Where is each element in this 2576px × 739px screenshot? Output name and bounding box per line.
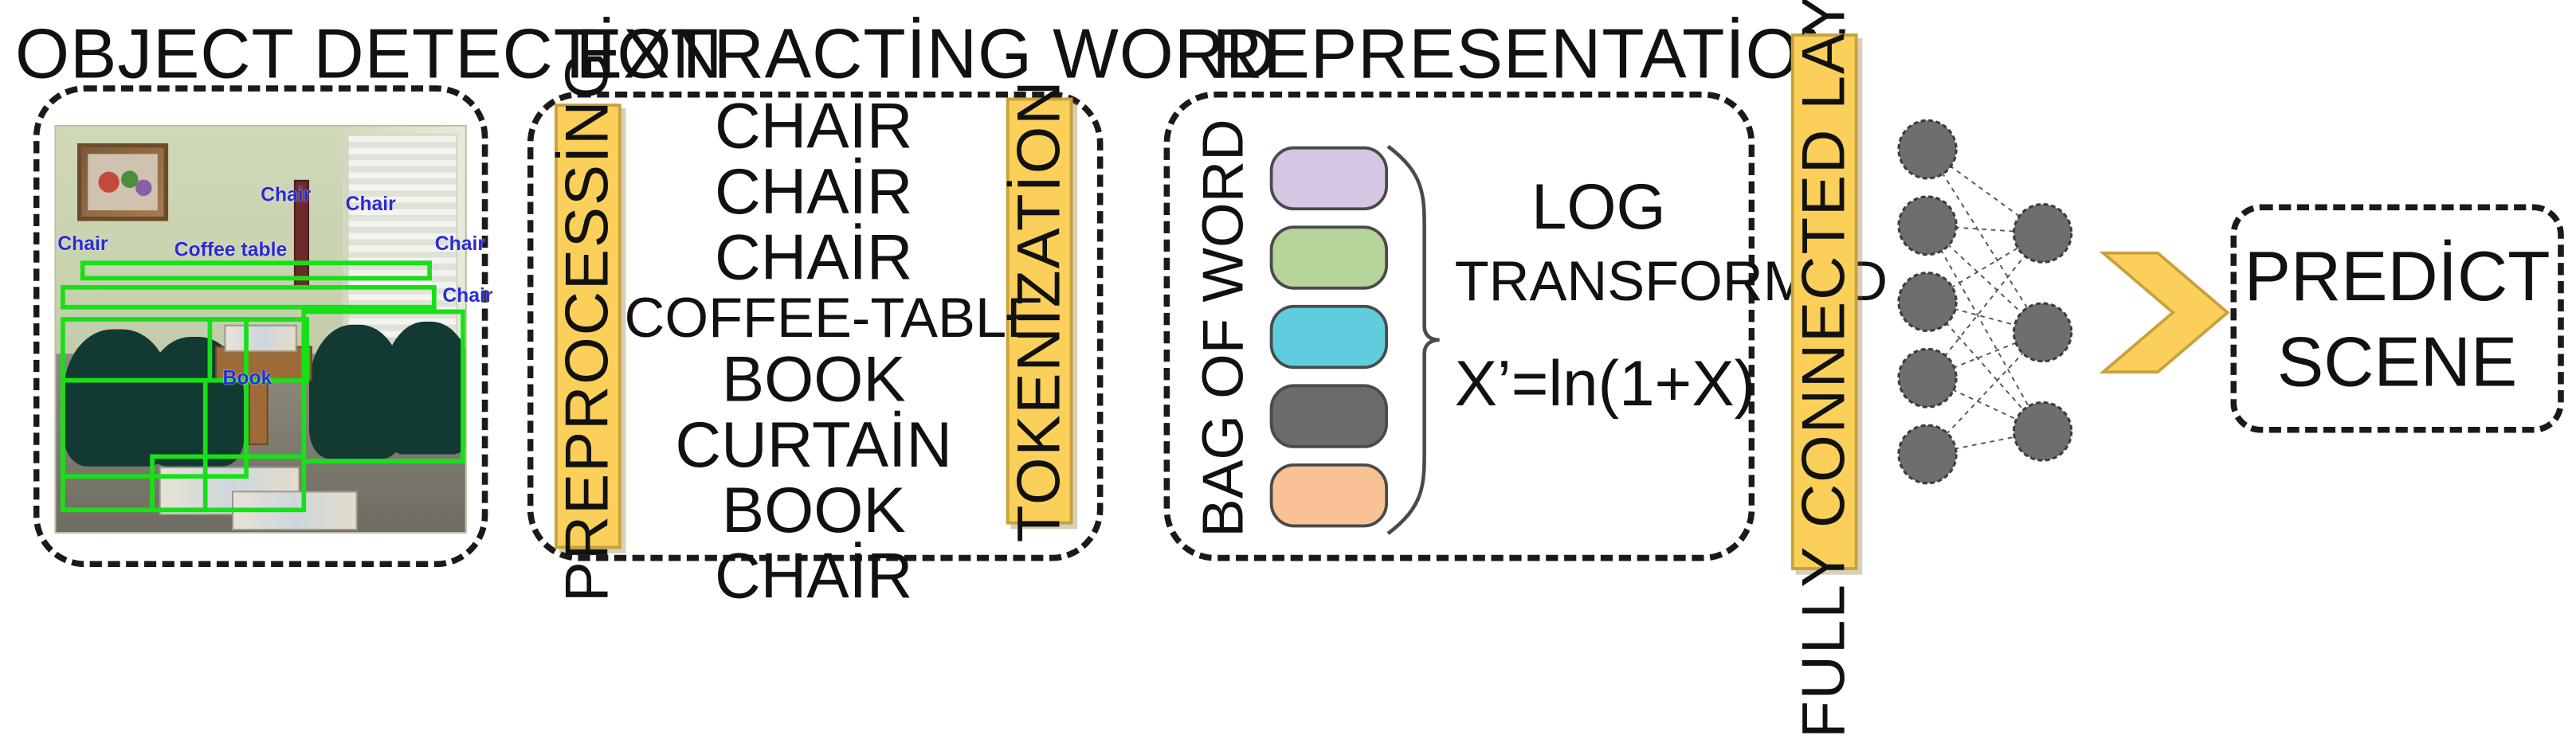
diagram-canvas: OBJECT DETECTİON Chair Chair Chair Coffe… — [15, 0, 2564, 739]
bbox-label-chair: Chair — [442, 283, 493, 307]
bow-swatch-gray — [1269, 384, 1389, 448]
bbox-book — [150, 455, 306, 512]
predict-scene-panel — [2230, 204, 2564, 433]
log-transformed-text: LOG TRANSFORMED — [1455, 170, 1888, 314]
preprocessing-bar[interactable]: PREPROCESSİNG — [554, 50, 621, 602]
bbox-label-chair: Chair — [434, 231, 486, 255]
bbox-label-coffee-table: Coffee table — [174, 237, 288, 261]
books-on-table — [223, 325, 296, 353]
log-transform-formula: X’=ln(1+X) — [1454, 347, 1756, 420]
tokenization-bar[interactable]: TOKENİZATİON — [1006, 80, 1073, 542]
stage-title-object-detection: OBJECT DETECTİON — [15, 14, 723, 93]
representation-panel — [1163, 91, 1755, 561]
predict-scene-text: PREDİCT SCENE — [2230, 205, 2563, 433]
stage-title-representation: REPRESENTATİON — [1212, 14, 1852, 93]
word-item: CHAİR — [714, 539, 913, 612]
flow-arrow-icon — [2099, 251, 2230, 373]
word-item: BOOK — [721, 474, 906, 546]
word-item: CHAİR — [714, 89, 913, 162]
word-item: CHAİR — [714, 220, 913, 292]
chair-object — [383, 321, 465, 456]
bow-swatch-green — [1269, 225, 1389, 290]
neural-network-diagram — [1897, 119, 2073, 485]
word-item: BOOK — [721, 343, 906, 416]
detection-image — [54, 124, 467, 534]
bbox-label-chair: Chair — [57, 231, 108, 255]
predict-line-2: SCENE — [2276, 321, 2518, 401]
bag-of-word-label: BAG OF WORD — [1191, 118, 1256, 538]
word-item: CHAİR — [714, 154, 913, 227]
log-line-1: LOG — [1531, 170, 1666, 243]
bbox-chair — [60, 377, 208, 512]
word-item: CURTAİN — [675, 409, 953, 481]
fully-connected-layers-label: FULLY CONNECTED LAYERS — [1790, 0, 1857, 739]
extracted-word-list: CHAİR CHAİR CHAİR COFFEE-TABLE BOOK CURT… — [624, 89, 1045, 612]
bow-swatch-orange — [1269, 463, 1389, 528]
stage-title-extracting-word: EXTRACTİNG WORD — [575, 14, 1277, 93]
bbox-chair — [301, 309, 465, 463]
bbox-label-chair: Chair — [345, 192, 396, 215]
bbox-label-book: Book — [222, 366, 272, 389]
bow-swatch-purple — [1269, 146, 1389, 211]
bow-swatch-cyan — [1269, 304, 1389, 370]
fully-connected-layers-bar[interactable]: FULLY CONNECTED LAYERS — [1790, 0, 1858, 739]
word-item: COFFEE-TABLE — [624, 287, 1045, 350]
bbox-chair — [60, 284, 437, 310]
bbox-coffee-table — [207, 317, 310, 382]
bag-of-word-brace — [1386, 144, 1440, 535]
coffee-table-leg — [248, 377, 269, 446]
bbox-chair — [80, 260, 433, 281]
bbox-label-chair: Chair — [261, 182, 312, 206]
predict-line-1: PREDİCT — [2244, 236, 2551, 316]
wall-picture — [76, 143, 168, 221]
bag-of-word-label-wrap: BAG OF WORD — [1191, 119, 1258, 537]
preprocessing-bar-label: PREPROCESSİNG — [554, 50, 621, 603]
